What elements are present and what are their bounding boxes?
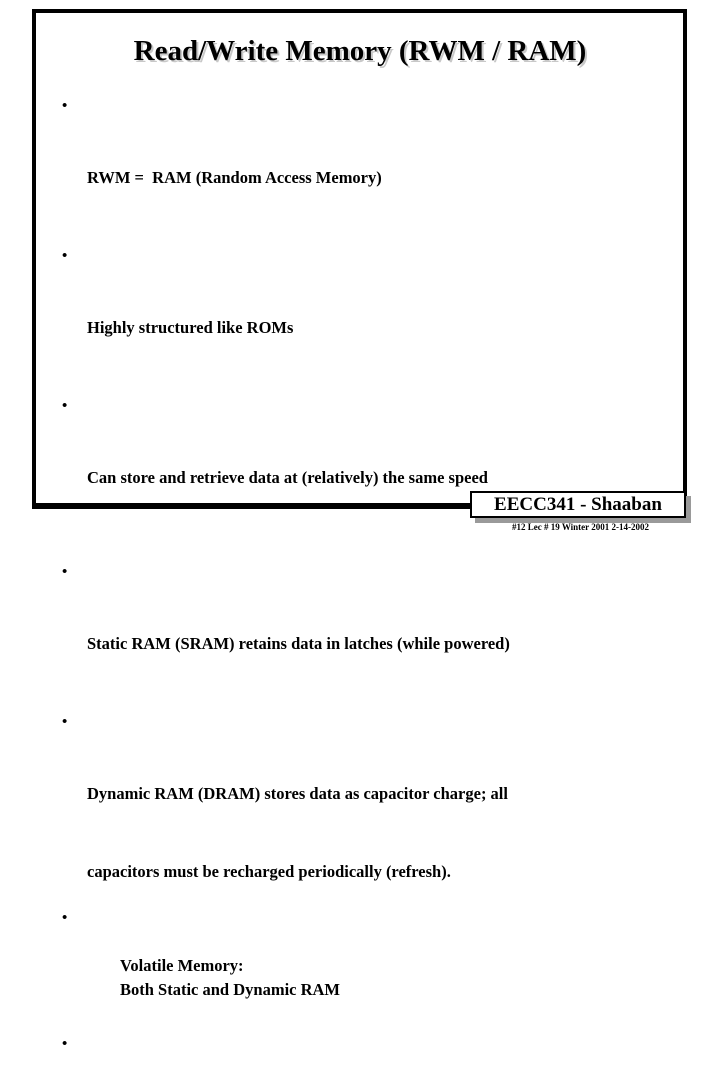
footer-divider-rule — [32, 505, 472, 509]
bullet-dot-icon: • — [62, 1036, 68, 1052]
bullet-item: • RWM = RAM (Random Access Memory) — [60, 94, 680, 238]
footer-course-label: EECC341 - Shaaban — [494, 494, 662, 515]
bullet-group-definition: • RWM = RAM (Random Access Memory) • Hig… — [60, 94, 680, 538]
volatility-label: Volatile Memory: — [120, 956, 244, 975]
bullet-text: Can store and retrieve data at (relative… — [87, 468, 488, 487]
footer-course-box: EECC341 - Shaaban — [470, 491, 686, 518]
bullet-text: Highly structured like ROMs — [87, 318, 294, 337]
bullet-dot-icon: • — [62, 398, 68, 414]
bullet-group-volatility: • Volatile Memory: Both Static and Dynam… — [60, 906, 680, 1080]
footer-meta-label: #12 Lec # 19 Winter 2001 2-14-2002 — [512, 522, 649, 532]
bullet-text-continuation: capacitors must be recharged periodicall… — [87, 862, 451, 881]
bullet-dot-icon: • — [62, 910, 68, 926]
bullet-dot-icon: • — [62, 564, 68, 580]
slide-body: • RWM = RAM (Random Access Memory) • Hig… — [60, 94, 680, 1080]
bullet-item: • Highly structured like ROMs — [60, 244, 680, 388]
bullet-text: Dynamic RAM (DRAM) stores data as capaci… — [87, 784, 508, 803]
bullet-item: • Can store and retrieve data at (relati… — [60, 394, 680, 538]
bullet-group-ram-types: • Static RAM (SRAM) retains data in latc… — [60, 560, 680, 884]
bullet-item: • Nonvolatile Memory: Data retained when… — [60, 1032, 680, 1080]
bullet-dot-icon: • — [62, 98, 68, 114]
slide-title: Read/Write Memory (RWM / RAM) — [133, 35, 587, 67]
volatility-value: Both Static and Dynamic RAM — [120, 980, 341, 999]
bullet-dot-icon: • — [62, 248, 68, 264]
bullet-item: • Dynamic RAM (DRAM) stores data as capa… — [60, 710, 680, 854]
bullet-text: RWM = RAM (Random Access Memory) — [87, 168, 382, 187]
bullet-text: Static RAM (SRAM) retains data in latche… — [87, 634, 510, 653]
bullet-item: • Volatile Memory: Both Static and Dynam… — [60, 906, 680, 1026]
slide: Read/Write Memory (RWM / RAM) • RWM = RA… — [32, 9, 691, 1052]
bullet-item: • Static RAM (SRAM) retains data in latc… — [60, 560, 680, 704]
bullet-dot-icon: • — [62, 714, 68, 730]
